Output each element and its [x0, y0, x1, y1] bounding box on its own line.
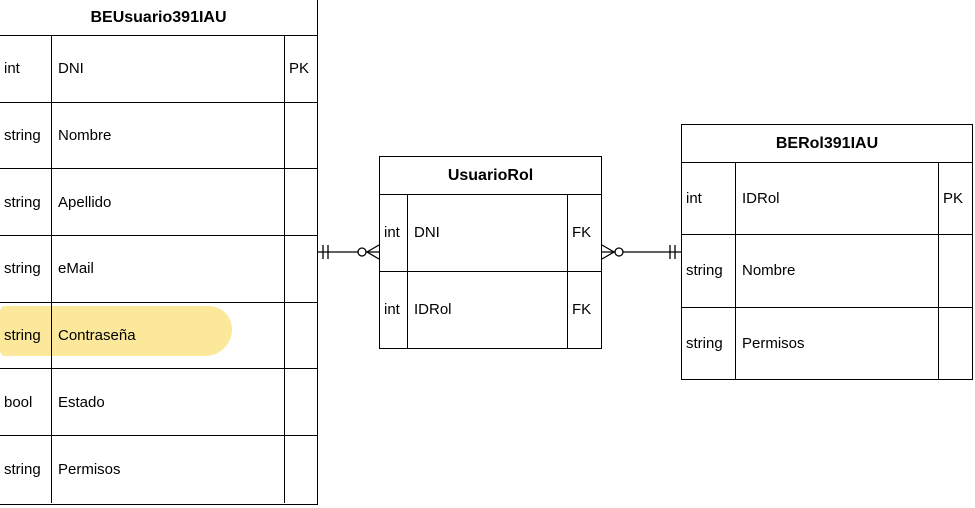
crows-foot-icon	[601, 244, 615, 253]
attribute-name: Contraseña	[52, 302, 285, 369]
attribute-key	[285, 436, 317, 503]
attribute-type: bool	[0, 369, 52, 436]
entity-title: BERol391IAU	[682, 125, 972, 163]
entity-berol391iau[interactable]: BERol391IAU int IDRol PK string Nombre s…	[681, 124, 973, 380]
attribute-type: string	[0, 169, 52, 236]
attribute-key	[939, 235, 972, 306]
attribute-row[interactable]: int IDRol FK	[380, 271, 601, 348]
attribute-key	[285, 236, 317, 302]
attribute-type: string	[682, 307, 736, 380]
attribute-row[interactable]: string Nombre	[0, 102, 317, 170]
attribute-type: int	[0, 36, 52, 102]
attribute-name: Nombre	[52, 102, 285, 169]
zero-circle-icon	[614, 247, 624, 257]
attribute-name: Estado	[52, 369, 285, 436]
attribute-key	[939, 308, 972, 380]
attribute-key: PK	[289, 60, 310, 78]
attribute-row[interactable]: int DNI PK	[0, 36, 317, 103]
attribute-type: int	[682, 163, 736, 235]
attribute-row[interactable]: string Apellido	[0, 169, 317, 237]
attribute-key	[285, 103, 317, 169]
zero-circle-icon	[357, 247, 367, 257]
attribute-name: DNI	[408, 195, 568, 271]
attribute-row-highlighted[interactable]: string Contraseña	[0, 302, 317, 370]
attribute-name: Permisos	[736, 307, 939, 380]
attribute-type: string	[0, 302, 52, 369]
attribute-row[interactable]: int DNI FK	[380, 195, 601, 272]
attribute-key	[285, 169, 317, 235]
attribute-name: eMail	[52, 236, 285, 302]
attribute-type: string	[682, 235, 736, 307]
attribute-type: string	[0, 236, 52, 302]
crows-foot-icon	[366, 251, 380, 260]
attribute-key	[285, 303, 317, 369]
attribute-name: IDRol	[408, 271, 568, 348]
attribute-name: Permisos	[52, 436, 285, 503]
attribute-key	[285, 369, 317, 435]
entity-title: BEUsuario391IAU	[0, 0, 317, 36]
attribute-type: string	[0, 102, 52, 169]
crows-foot-icon	[601, 251, 615, 260]
attribute-row[interactable]: string Permisos	[0, 436, 317, 503]
attribute-row[interactable]: string eMail	[0, 236, 317, 303]
attribute-name: Nombre	[736, 235, 939, 307]
attribute-row[interactable]: string Permisos	[682, 307, 972, 380]
attribute-key: FK	[572, 301, 592, 319]
relationship-usuario-usuariorol[interactable]	[318, 244, 380, 260]
attribute-row[interactable]: string Nombre	[682, 235, 972, 308]
attribute-row[interactable]: int IDRol PK	[682, 163, 972, 236]
crows-foot-icon	[366, 244, 380, 253]
relationship-usuariorol-rol[interactable]	[601, 244, 681, 260]
attribute-type: int	[380, 195, 408, 271]
attribute-key: PK	[943, 190, 964, 208]
attribute-name: IDRol	[736, 163, 939, 235]
entity-usuariorol[interactable]: UsuarioRol int DNI FK int IDRol FK	[379, 156, 602, 349]
attribute-row[interactable]: bool Estado	[0, 369, 317, 437]
attribute-type: string	[0, 436, 52, 503]
attribute-type: int	[380, 271, 408, 348]
highlight-marker	[0, 306, 232, 356]
attribute-key: FK	[572, 224, 592, 242]
entity-beusuario391iau[interactable]: BEUsuario391IAU int DNI PK string Nombre…	[0, 0, 318, 505]
entity-title: UsuarioRol	[380, 157, 601, 195]
attribute-name: DNI	[52, 36, 285, 102]
attribute-name: Apellido	[52, 169, 285, 236]
